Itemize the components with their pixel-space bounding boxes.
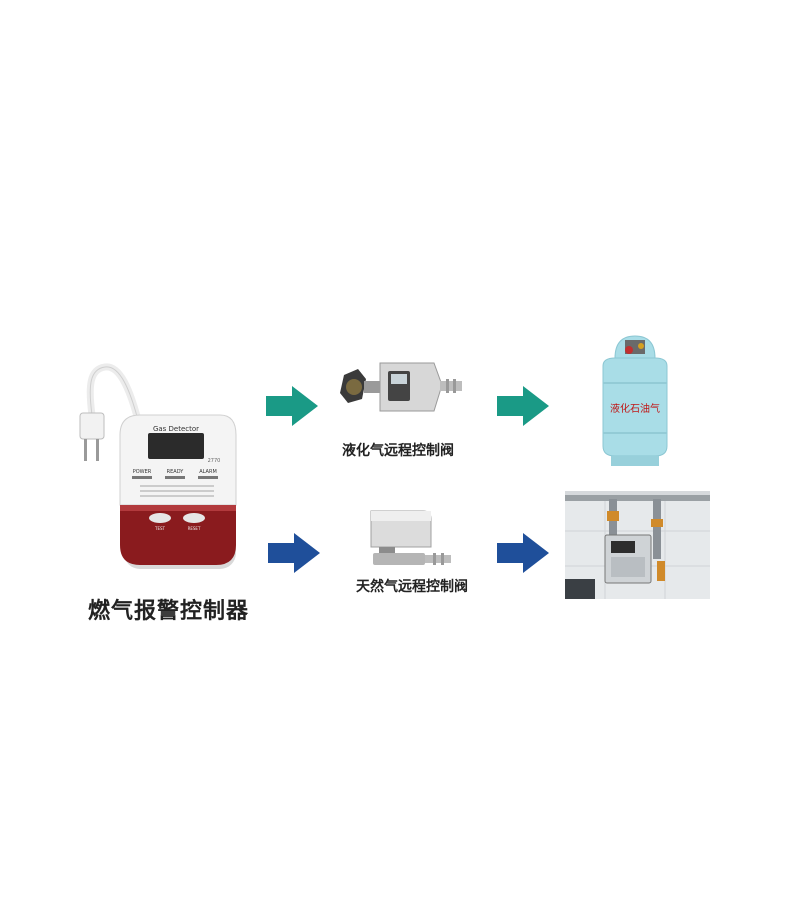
lpg-cylinder-label: 液化石油气 (610, 402, 660, 415)
ng-valve-caption: 天然气远程控制阀 (356, 579, 468, 595)
detector-brand-text: Gas Detector (153, 425, 199, 433)
indicator-ready: READY (167, 469, 185, 475)
ng-valve-image (365, 505, 455, 570)
reset-button-label: RESET (188, 526, 201, 531)
lpg-cylinder-image: 液化石油气 (585, 328, 685, 468)
lpg-valve-caption: 液化气远程控制阀 (342, 443, 454, 459)
plug-icon (79, 412, 105, 461)
blue-arrow-icon (266, 531, 322, 579)
detector-caption: 燃气报警控制器 (88, 599, 250, 624)
indicator-alarm: ALARM (199, 469, 217, 475)
test-button-label: TEST (154, 526, 166, 531)
teal-arrow-icon (264, 384, 320, 432)
gas-detector-device: Gas Detector 2770 POWER READY ALARM TEST… (60, 355, 250, 570)
teal-arrow-icon (495, 384, 551, 432)
lpg-valve-image (336, 355, 466, 425)
detector-model-text: 2770 (208, 458, 221, 464)
indicator-power: POWER (133, 469, 152, 475)
gas-meter-photo (565, 491, 710, 599)
blue-arrow-icon (495, 531, 551, 579)
